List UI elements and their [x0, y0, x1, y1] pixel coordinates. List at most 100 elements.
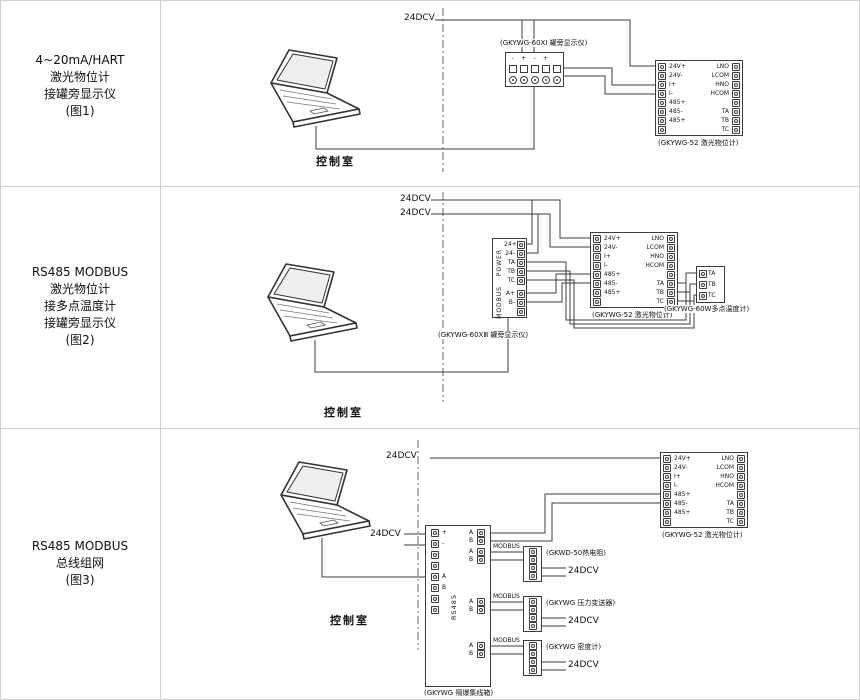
terminal-clamp	[552, 64, 561, 73]
terminal-screw	[658, 116, 666, 125]
terminal-screw	[516, 276, 525, 285]
terminal-screw	[477, 529, 485, 537]
display-head-caption: (GKYWG-60XⅠ 罐旁显示仪)	[500, 39, 588, 47]
modbus-bus-label: MODBUS	[493, 593, 520, 600]
dc-supply-label: 24DCV	[400, 208, 431, 219]
field-device-terminal-block	[523, 546, 542, 582]
terminal-screw	[528, 666, 537, 674]
pin-label: -	[533, 55, 536, 62]
terminal-screw	[663, 499, 671, 508]
sidebar-divider	[160, 0, 161, 700]
terminal-screw	[732, 116, 740, 125]
terminal-screw	[593, 261, 601, 270]
terminal-screw	[516, 267, 525, 276]
terminal-label: I-	[669, 90, 673, 97]
control-room-label: 控制室	[324, 404, 363, 420]
laptop-icon	[265, 262, 360, 342]
sidebar-line: 总线组网	[55, 556, 104, 570]
terminal-screw	[477, 650, 485, 658]
terminal-screw	[516, 298, 525, 307]
terminal-screw	[658, 89, 666, 98]
terminal-label: LCOM	[716, 464, 734, 471]
junction-box-caption: (GKYWG 隔爆集线箱)	[424, 689, 494, 697]
pin-label: B	[469, 556, 474, 563]
terminal-label: 485-	[674, 500, 688, 507]
terminal-screw	[737, 508, 745, 517]
terminal-label: I-	[674, 482, 678, 489]
terminal-clamp	[541, 64, 550, 73]
terminal-screw	[477, 548, 485, 556]
terminal-screw	[477, 556, 485, 564]
terminal-screw	[593, 288, 601, 297]
pin-label: +	[542, 55, 549, 62]
terminal-screw	[732, 107, 740, 116]
terminal-clamp	[530, 64, 539, 73]
terminal-label: HCOM	[645, 262, 664, 269]
terminal-label: TA	[726, 500, 734, 507]
terminal-screw	[431, 595, 439, 603]
terminal-screw	[663, 490, 671, 499]
terminal-screw	[658, 62, 666, 71]
terminal-screw	[516, 240, 525, 249]
sidebar-line: 4~20mA/HART	[35, 53, 125, 67]
terminal-screw	[737, 454, 745, 463]
terminal-screw	[732, 62, 740, 71]
terminal-label: HCOM	[710, 90, 729, 97]
sidebar-line: RS485 MODBUS	[31, 265, 129, 279]
terminal-screw	[431, 573, 439, 581]
pin-label: A	[442, 573, 447, 580]
terminal-screw	[663, 472, 671, 481]
dc-supply-label: 24DCV	[568, 660, 599, 671]
terminal-label: 24V-	[674, 464, 688, 471]
terminal-screw	[528, 658, 537, 666]
terminal-screw	[528, 572, 537, 580]
terminal-screw	[663, 508, 671, 517]
laser-gauge-terminal-block: 24V+LNO 24V-LCOM I+HNO I-HCOM 485+ 485-T…	[655, 60, 743, 136]
terminal-label: TC	[656, 298, 664, 305]
terminal-screw	[698, 291, 707, 300]
terminal-screw	[431, 529, 439, 537]
pin-label: B	[469, 606, 474, 613]
terminal-screw	[528, 614, 537, 622]
terminal-screw	[667, 270, 675, 279]
terminal-label: 24V+	[669, 63, 686, 70]
power-group-label: POWER	[495, 248, 503, 277]
sidebar-line: (图1)	[65, 104, 95, 118]
sidebar-label-fig3: RS485 MODBUS 总线组网 (图3)	[0, 538, 160, 589]
pin-label: A+	[505, 290, 515, 297]
fig3-wiring	[321, 440, 660, 671]
laser-gauge-terminal-block: 24V+LNO 24V-LCOM I+HNO I-HCOM 485+ 485-T…	[660, 452, 748, 528]
terminal-screw	[593, 270, 601, 279]
terminal-screw	[528, 548, 537, 556]
dc-supply-label: 24DCV	[386, 451, 417, 462]
laptop-icon	[278, 460, 373, 540]
pin-label: A	[469, 642, 474, 649]
terminal-screw	[737, 481, 745, 490]
terminal-screw	[663, 481, 671, 490]
terminal-screw	[541, 75, 550, 84]
terminal-screw	[658, 98, 666, 107]
sidebar-label-fig2: RS485 MODBUS 激光物位计 接多点温度计 接罐旁显示仪 (图2)	[0, 264, 160, 349]
pin-label: TB	[507, 268, 515, 275]
field-device-caption: (GKYWG 压力变送器)	[546, 599, 616, 607]
terminal-screw	[667, 288, 675, 297]
terminal-label: 485-	[669, 108, 683, 115]
terminal-screw	[516, 289, 525, 298]
terminal-label: LNO	[651, 235, 664, 242]
sidebar-line: 接罐旁显示仪	[43, 316, 116, 330]
terminal-label: 24V+	[604, 235, 621, 242]
control-room-label: 控制室	[330, 612, 369, 628]
terminal-screw	[658, 125, 666, 134]
terminal-screw	[516, 249, 525, 258]
pin-label: 24-	[505, 250, 515, 257]
rs485-label: RS485	[450, 593, 458, 621]
terminal-screw	[477, 606, 485, 614]
terminal-label: I+	[674, 473, 681, 480]
terminal-label: I-	[604, 262, 608, 269]
modbus-bus-label: MODBUS	[493, 543, 520, 550]
display-strip-caption: (GKYWG-60XⅢ 罐旁显示仪)	[438, 331, 529, 339]
sidebar-line: 激光物位计	[49, 282, 110, 296]
terminal-screw	[528, 606, 537, 614]
multipoint-thermometer-caption: (GKYWG-60W多点温度计)	[664, 305, 750, 313]
